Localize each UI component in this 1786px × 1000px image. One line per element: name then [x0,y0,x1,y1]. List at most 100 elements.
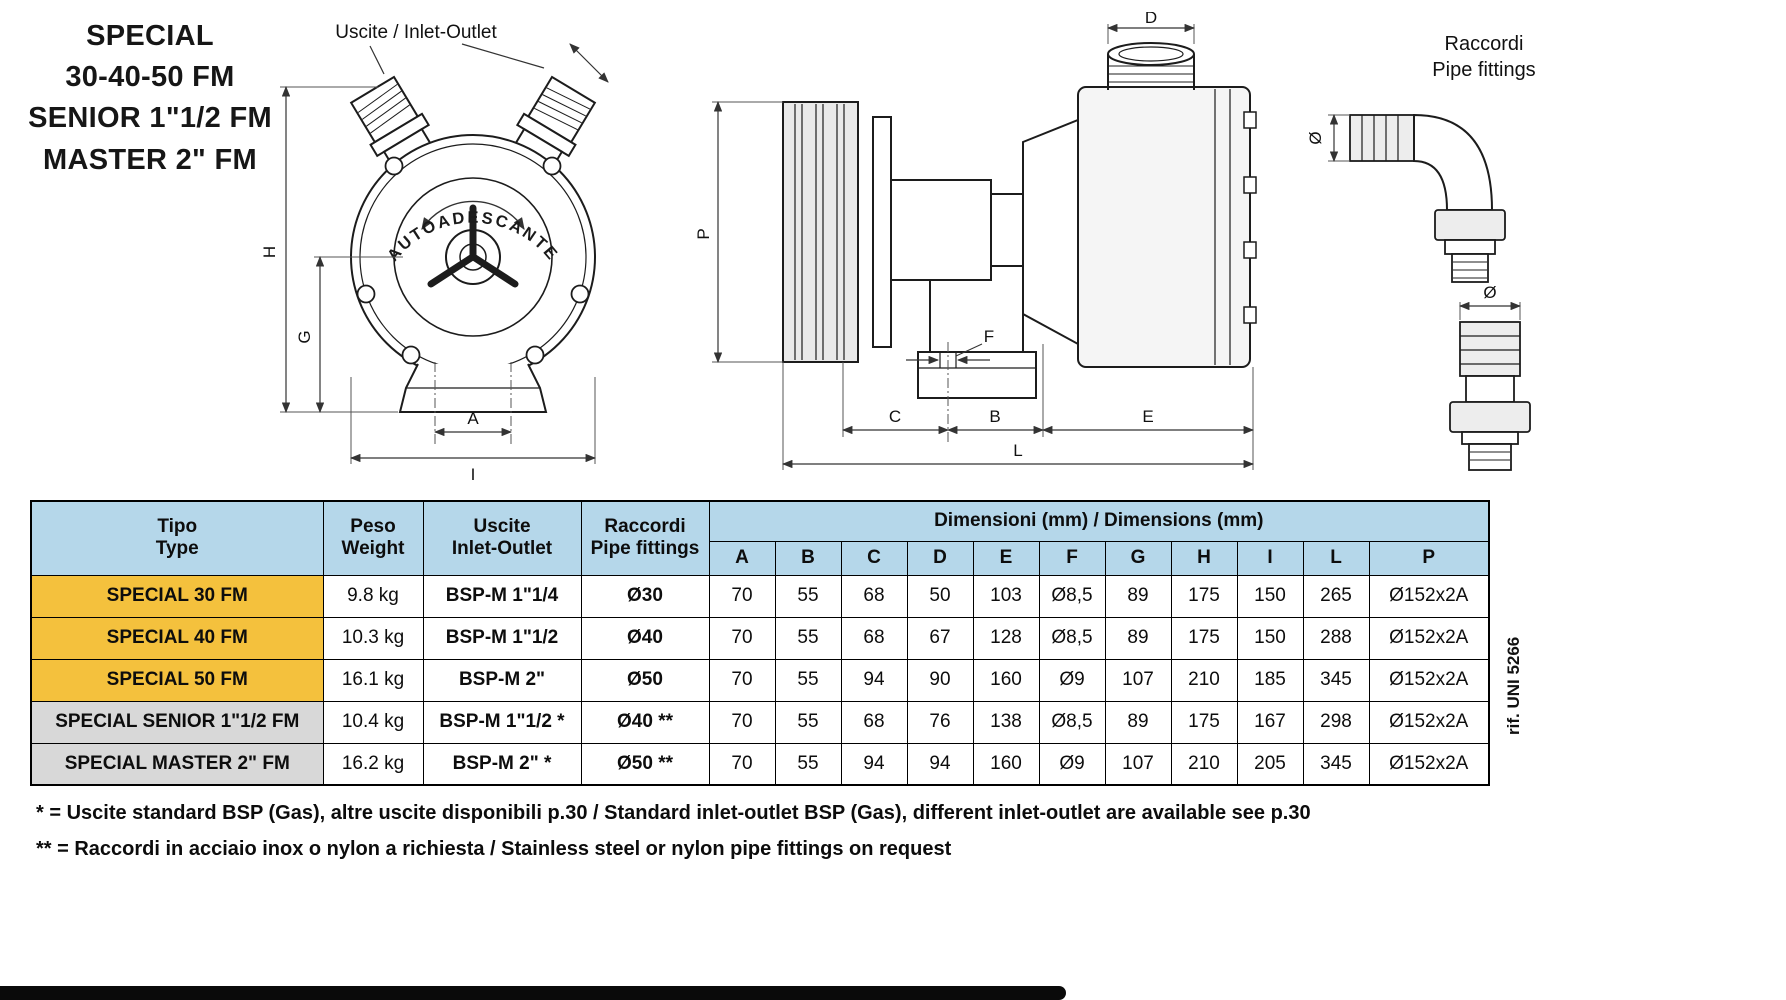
col-header-tipo: Tipo Type [30,500,324,576]
bolt-hole [356,284,376,304]
cell-dim: Ø8,5 [1038,616,1106,660]
dim-label-a: A [467,409,479,428]
pump-body-front: AUTOADESCANTE [350,134,596,413]
cell-dim: 68 [840,700,908,744]
cell-dim: Ø8,5 [1038,574,1106,618]
dim-label-h: H [260,246,279,258]
cell-uscite: BSP-M 2" * [422,742,582,786]
title-line-3: SENIOR 1"1/2 FM [28,102,272,135]
top-port [1107,42,1195,90]
cell-dim: 175 [1170,616,1238,660]
cell-raccordi: Ø40 [580,616,710,660]
cell-raccordi: Ø30 [580,574,710,618]
side-view-drawing: D P F C B E L [694,12,1257,470]
table-row: SPECIAL MASTER 2" FM 16.2 kg BSP-M 2" * … [30,742,1490,786]
dim-label-f: F [984,327,994,346]
cell-dim: 90 [906,658,974,702]
cell-dim: 55 [774,616,842,660]
cell-dim: 210 [1170,658,1238,702]
cell-dim: 210 [1170,742,1238,786]
cell-dim: 103 [972,574,1040,618]
shaft-housing-step [990,193,1024,267]
cell-dim: 185 [1236,658,1304,702]
cell-dim: Ø8,5 [1038,700,1106,744]
cell-dim: Ø152x2A [1368,616,1490,660]
cell-dim: 70 [708,742,776,786]
cell-raccordi: Ø40 ** [580,700,710,744]
cell-dim: 67 [906,616,974,660]
adapter-plate [872,116,892,348]
cell-tipo: SPECIAL 40 FM [30,616,324,660]
table-row: SPECIAL 30 FM 9.8 kg BSP-M 1"1/4 Ø30 70 … [30,574,1490,618]
col-header-uscite: Uscite Inlet-Outlet [422,500,582,576]
dim-col-header-l: L [1302,540,1370,576]
cell-dim: 55 [774,658,842,702]
table-row: SPECIAL SENIOR 1"1/2 FM 10.4 kg BSP-M 1"… [30,700,1490,744]
bolt-hole [542,156,562,176]
cell-dim: 150 [1236,574,1304,618]
impeller-arm [471,254,519,288]
cell-dim: 107 [1104,658,1172,702]
bolt-hole [384,156,404,176]
dim-col-header-p: P [1368,540,1490,576]
dim-label-b: B [989,407,1000,426]
elbow-fitting [1349,113,1506,283]
col-header-raccordi-en: Pipe fittings [590,538,700,560]
bracket-bell [1022,118,1079,346]
dim-label-i: I [471,465,476,484]
outlet-diagonal-dim [569,43,609,83]
cell-dim: 345 [1302,658,1370,702]
cell-dim: 55 [774,700,842,744]
leader-line-f [955,343,983,357]
mounting-foot [917,351,1037,399]
bottom-bar [0,986,1066,1000]
table-row: SPECIAL 50 FM 16.1 kg BSP-M 2" Ø50 70 55… [30,658,1490,702]
cell-dim: Ø9 [1038,658,1106,702]
dim-col-header-d: D [906,540,974,576]
cell-dim: 205 [1236,742,1304,786]
front-view-drawing: Uscite / Inlet-Outlet [260,22,609,484]
shaft-housing [890,179,992,281]
footnote-1: * = Uscite standard BSP (Gas), altre usc… [36,802,1311,824]
cell-tipo: SPECIAL SENIOR 1"1/2 FM [30,700,324,744]
cell-tipo: SPECIAL 30 FM [30,574,324,618]
cell-raccordi: Ø50 ** [580,742,710,786]
col-header-peso: Peso Weight [322,500,424,576]
cell-peso: 10.3 kg [322,616,424,660]
pump-body-side [1077,86,1257,368]
cell-dim: 70 [708,700,776,744]
col-header-uscite-it: Uscite [473,516,531,538]
dim-label-p: P [694,228,713,239]
callout-leader-right [461,43,545,69]
cell-dim: 94 [840,658,908,702]
cell-dim: Ø9 [1038,742,1106,786]
cell-dim: 50 [906,574,974,618]
dim-col-header-e: E [972,540,1040,576]
dim-label-c: C [889,407,901,426]
dia-label-elbow: Ø [1306,131,1325,144]
title-block: SPECIAL 30-40-50 FM SENIOR 1"1/2 FM MAST… [28,16,272,181]
title-line-1: SPECIAL [86,20,214,52]
col-header-peso-it: Peso [350,516,396,538]
cell-dim: 89 [1104,700,1172,744]
straight-fitting [1449,321,1531,471]
cell-dim: 265 [1302,574,1370,618]
cover-bolt [1243,306,1257,324]
cell-dim: 345 [1302,742,1370,786]
dim-col-header-g: G [1104,540,1172,576]
bolt-hole [570,284,590,304]
cell-tipo: SPECIAL 50 FM [30,658,324,702]
cell-dim: 70 [708,658,776,702]
cover-bolt [1243,111,1257,129]
dim-label-l: L [1013,441,1022,460]
col-header-raccordi-it: Raccordi [604,516,686,538]
pipe-fittings-title-line1: Raccordi [1445,33,1524,55]
cell-dim: 138 [972,700,1040,744]
pipe-fittings-drawing: Raccordi Pipe fittings Ø [1306,33,1536,471]
cell-dim: Ø152x2A [1368,574,1490,618]
cell-dim: 94 [906,742,974,786]
col-header-tipo-en: Type [155,538,199,560]
dim-col-header-b: B [774,540,842,576]
inlet-outlet-callout: Uscite / Inlet-Outlet [335,22,497,43]
